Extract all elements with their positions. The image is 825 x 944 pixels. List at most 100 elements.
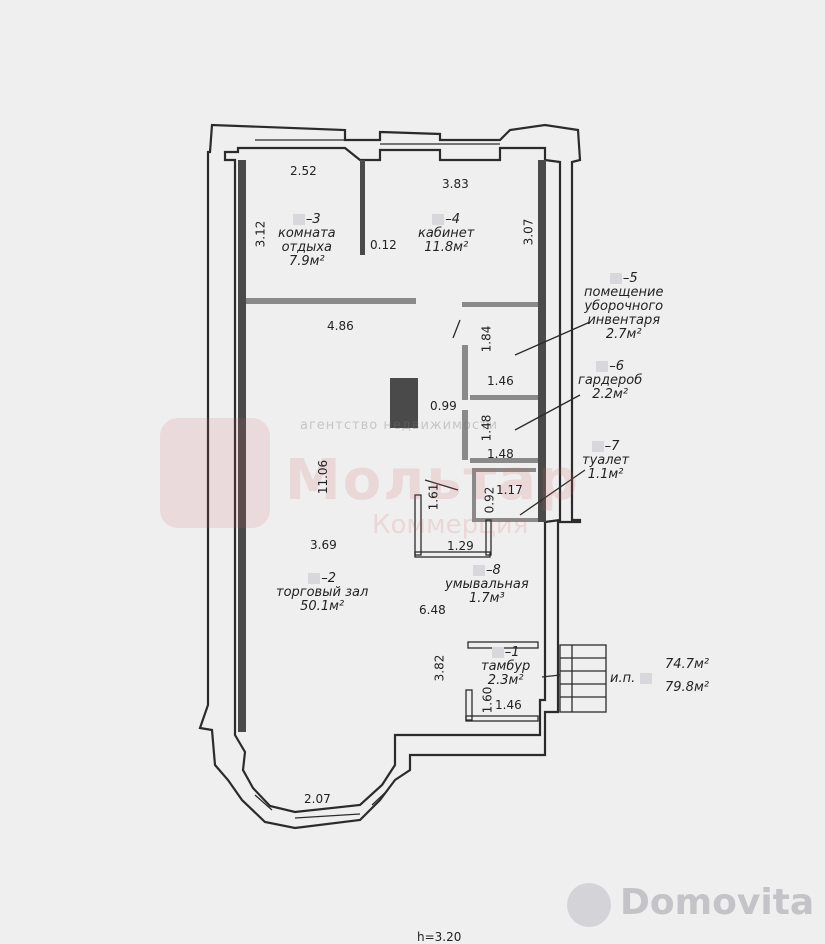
room-name: тамбур [481, 659, 531, 674]
room-6-label: –6 гардероб 2.2м² [578, 360, 642, 402]
room-8-label: –8 умывальная 1.7м³ [445, 564, 529, 606]
redacted-mark [432, 214, 445, 225]
wall-segment [246, 298, 416, 304]
room-1-label: –1 тамбур 2.3м² [481, 646, 530, 688]
wall-segment [476, 518, 538, 522]
dimension-label: 11.06 [316, 459, 331, 495]
wall-segment [472, 468, 476, 522]
dimension-label: 0.12 [370, 238, 397, 252]
dimension-label: 0.92 [482, 486, 497, 514]
wall-segment [414, 494, 422, 556]
room-name: кабинет [418, 226, 475, 241]
dimension-label: 6.48 [419, 603, 446, 617]
room-number: –5 [622, 271, 638, 286]
dimension-label: 3.07 [521, 218, 536, 246]
wall-segment [465, 689, 473, 721]
dimension-label: 0.99 [430, 399, 457, 413]
redacted-mark [491, 647, 504, 658]
wall-segment [462, 302, 538, 307]
room-4-label: –4 кабинет 11.8м² [418, 213, 474, 255]
room-name: инвентаря [587, 313, 661, 328]
wall-segment [474, 468, 536, 472]
room-3-label: –3 комната отдыха 7.9м² [278, 213, 336, 269]
wall-segment [462, 410, 468, 460]
wall-segment [238, 160, 246, 732]
total-area-1: 74.7м² [665, 657, 709, 672]
total-area-2: 79.8м² [665, 680, 709, 695]
room-number: –7 [604, 439, 620, 454]
footer-brand: Domovita [620, 882, 815, 923]
dimension-label: 4.86 [327, 319, 354, 333]
dimension-label: 3.82 [432, 654, 447, 682]
room-name: умывальная [445, 577, 529, 592]
room-area: 7.9м² [288, 254, 325, 269]
window-line [254, 794, 273, 811]
dimension-label: 1.29 [447, 539, 474, 553]
room-area: 1.7м³ [468, 591, 505, 606]
wall-segment [462, 345, 468, 400]
leader-line [541, 674, 561, 678]
room-area: 11.8м² [424, 240, 469, 255]
room-name: комната [278, 226, 336, 241]
dimension-label: 2.52 [290, 164, 317, 178]
column [390, 378, 418, 428]
wall-segment [470, 395, 538, 400]
inner-wall-outline [223, 146, 562, 814]
dimension-label: 1.60 [480, 686, 495, 714]
room-7-label: –7 туалет 1.1м² [582, 440, 629, 482]
room-number: –6 [609, 359, 625, 374]
room-area: 2.2м² [592, 387, 628, 402]
redacted-mark [596, 361, 609, 372]
dimension-label: 3.12 [253, 220, 268, 248]
dimension-label: 1.61 [426, 483, 441, 511]
leader-line [514, 394, 581, 431]
leader-line [514, 321, 591, 356]
room-area: 2.3м² [487, 673, 524, 688]
room-area: 1.1м² [587, 467, 624, 482]
dimension-label: 1.48 [479, 414, 494, 442]
room-name: гардероб [578, 373, 643, 388]
redacted-mark [591, 441, 604, 452]
dimension-label: 1.84 [479, 325, 494, 353]
dimension-label: 1.17 [496, 483, 523, 497]
outer-wall-outline [198, 123, 582, 830]
room-area: 50.1м² [300, 599, 345, 614]
totals-label: и.п. [610, 671, 636, 686]
room-name: отдыха [281, 240, 333, 255]
redacted-mark [472, 565, 485, 576]
wall-segment [465, 715, 539, 722]
room-name: торговый зал [276, 585, 369, 600]
wall-segment [485, 519, 492, 556]
window-line [371, 789, 389, 806]
redacted-mark [640, 673, 652, 684]
redacted-mark [308, 573, 321, 584]
room-name: туалет [582, 453, 630, 468]
room-number: –2 [321, 571, 337, 586]
watermark-subtitle: Коммерция [372, 510, 529, 540]
dimension-label: 1.46 [495, 698, 522, 712]
dimension-label: 3.69 [310, 538, 337, 552]
dimension-label: 3.83 [442, 177, 469, 191]
dimension-label: 1.46 [487, 374, 514, 388]
domovita-logo-icon [567, 883, 611, 927]
watermark-brand: Мольтар [285, 448, 580, 513]
leader-line [424, 479, 459, 491]
ceiling-height-note: h=3.20 [417, 930, 462, 944]
room-name: уборочного [584, 299, 664, 314]
leader-line [519, 469, 586, 516]
watermark-logo [160, 418, 270, 528]
room-number: –3 [305, 212, 321, 227]
wall-segment [360, 160, 365, 255]
wall-segment [470, 458, 538, 463]
dimension-label: 1.48 [487, 447, 514, 461]
entrance-steps [559, 644, 607, 713]
redacted-mark [609, 273, 622, 284]
room-5-label: –5 помещение уборочного инвентаря 2.7м² [584, 272, 663, 342]
room-number: –8 [485, 563, 501, 578]
room-number: –4 [445, 212, 461, 227]
watermark-tagline: агентство недвижимости [300, 418, 499, 433]
wall-segment [538, 160, 546, 522]
room-name: помещение [584, 285, 664, 300]
redacted-mark [292, 214, 305, 225]
